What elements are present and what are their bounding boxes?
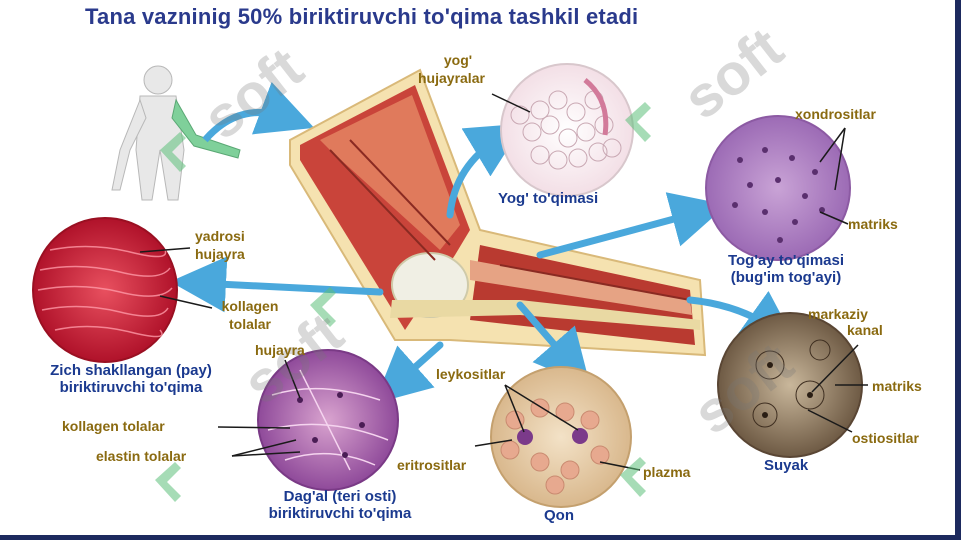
loose-title: Dag'al (teri osti) biriktiruvchi to'qima <box>210 488 470 523</box>
dense-pointer-1 <box>139 247 191 253</box>
blood-label-3: plazma <box>643 464 691 480</box>
arrow-to-loose <box>374 341 444 404</box>
cartilage-title-line2: (bug'im tog'ayi) <box>730 269 842 287</box>
frame-border-right <box>955 0 961 540</box>
dense-pointer-2 <box>159 295 213 309</box>
bone-label-1: markaziy <box>808 306 868 322</box>
cartilage-pointer-2 <box>834 127 846 191</box>
blood-label-2: eritrositlar <box>397 457 467 473</box>
loose-tissue-micrograph <box>257 349 399 491</box>
human-figure <box>111 65 241 201</box>
cartilage-pointer-1 <box>819 127 846 163</box>
loose-label-1: hujayra <box>255 342 305 358</box>
blood-title: Qon <box>544 507 574 524</box>
blood-micrograph <box>490 366 632 508</box>
adipose-title: Yog' to'qimasi <box>498 190 599 207</box>
watermark-logo <box>155 102 651 502</box>
adipose-label-1: yog' <box>443 52 473 68</box>
cartilage-label-1: xondrositlar <box>795 106 876 122</box>
adipose-pointer <box>491 93 531 113</box>
adipose-tissue-micrograph <box>500 63 634 197</box>
blood-pointer-1 <box>504 384 525 433</box>
loose-label-3: elastin tolalar <box>96 448 187 464</box>
loose-label-2: kollagen tolalar <box>62 418 165 434</box>
dense-title-line2: biriktiruvchi to'qima <box>59 379 203 397</box>
loose-title-line2: biriktiruvchi to'qima <box>268 505 412 523</box>
cartilage-micrograph <box>705 115 851 261</box>
arrow-to-adipose <box>446 123 525 219</box>
dense-label-3: kollagen <box>221 298 279 314</box>
loose-pointer-2 <box>217 426 291 429</box>
cartilage-title: Tog'ay to'qimasi (bug'im tog'ayi) <box>696 252 876 287</box>
loose-pointer-1 <box>284 359 301 399</box>
dense-title: Zich shakllangan (pay) biriktiruvchi to'… <box>6 362 256 397</box>
bone-title: Suyak <box>764 457 809 474</box>
adipose-label-2: hujayralar <box>418 70 485 86</box>
loose-pointer-3 <box>231 439 297 457</box>
blood-pointer-3 <box>474 439 513 447</box>
bone-pointer-3 <box>807 409 853 433</box>
bone-label-4: ostiositlar <box>852 430 919 446</box>
dense-tissue-micrograph <box>32 217 178 363</box>
zoom-arrow <box>202 81 315 143</box>
bone-label-3: matriks <box>872 378 922 394</box>
dense-title-line1: Zich shakllangan (pay) <box>50 362 212 379</box>
bone-pointer-1 <box>811 344 859 393</box>
dense-label-1: yadrosi <box>195 228 245 244</box>
page-title: Tana vazninig 50% biriktiruvchi to'qima … <box>85 4 639 29</box>
bone-label-2: kanal <box>847 322 883 338</box>
blood-label-1: leykositlar <box>436 366 506 382</box>
loose-pointer-4 <box>231 451 301 457</box>
arrow-to-blood <box>516 301 591 387</box>
elbow-illustration <box>289 68 707 357</box>
dense-label-2: hujayra <box>195 246 245 262</box>
loose-title-line1: Dag'al (teri osti) <box>283 488 397 505</box>
cartilage-label-2: matriks <box>848 216 898 232</box>
dense-label-4: tolalar <box>228 316 271 332</box>
frame-border-bottom <box>0 535 961 540</box>
cartilage-pointer-3 <box>819 211 849 225</box>
cartilage-title-line1: Tog'ay to'qimasi <box>727 252 845 269</box>
arrow-to-dense <box>170 256 384 313</box>
arrow-to-cartilage <box>536 192 728 259</box>
blood-pointer-2 <box>504 384 579 431</box>
